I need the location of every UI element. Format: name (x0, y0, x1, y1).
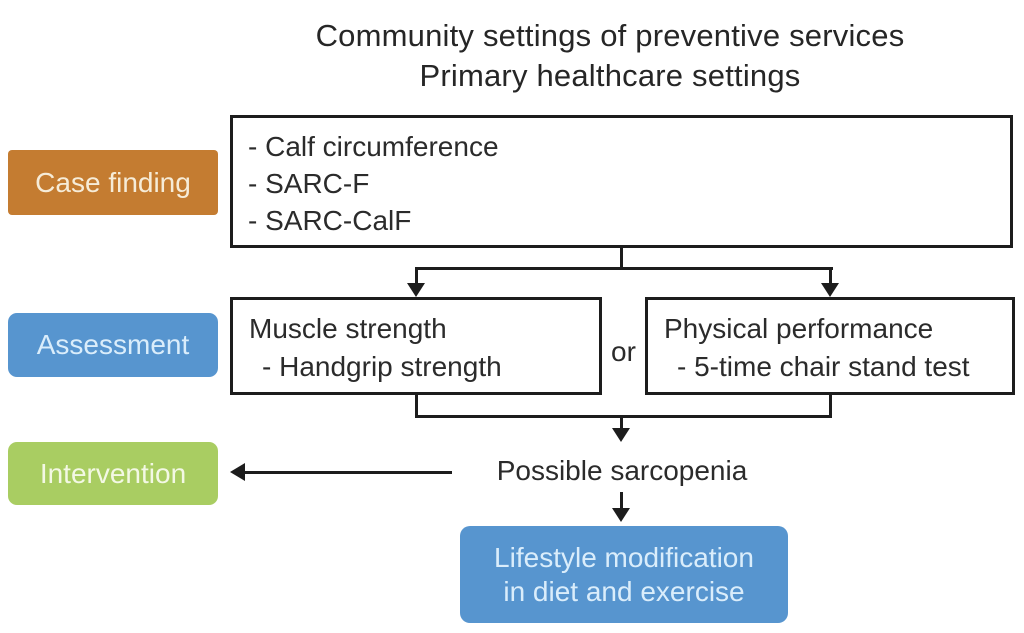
screening-item-calf-circumference: - Calf circumference (248, 131, 499, 162)
diagram-title: Community settings of preventive service… (230, 16, 990, 96)
arrow-left-intervention-icon (230, 463, 245, 481)
connector-stem-top (620, 248, 623, 269)
muscle-strength-box: Muscle strength - Handgrip strength (230, 297, 602, 395)
lifestyle-modification-box: Lifestyle modification in diet and exerc… (460, 526, 788, 623)
lifestyle-line-1: Lifestyle modification (494, 541, 754, 573)
screening-item-sarc-f: - SARC-F (248, 168, 370, 199)
arrow-down-lifestyle-icon (612, 508, 630, 522)
stage-label-intervention-text: Intervention (39, 457, 187, 489)
arrow-down-left-branch-icon (407, 283, 425, 297)
stage-label-case-finding-text: Case finding (35, 166, 191, 198)
physical-performance-title: Physical performance (664, 313, 934, 344)
possible-sarcopenia-label: Possible sarcopenia (496, 455, 748, 486)
title-line-2: Primary healthcare settings (419, 58, 801, 93)
handgrip-strength-item: - Handgrip strength (262, 351, 502, 382)
connector-to-intervention (242, 471, 452, 474)
screening-item-sarc-calf: - SARC-CalF (248, 205, 412, 236)
stage-label-assessment-text: Assessment (36, 329, 190, 360)
or-label: or (611, 336, 636, 367)
connector-left-merge (415, 395, 418, 418)
stage-label-assessment: Assessment (8, 313, 218, 377)
title-line-1: Community settings of preventive service… (315, 18, 905, 53)
connector-right-branch (829, 267, 832, 285)
connector-right-merge (829, 395, 832, 418)
stage-label-case-finding: Case finding (8, 150, 218, 215)
stage-label-intervention: Intervention (8, 442, 218, 505)
connector-merge-bar (415, 415, 832, 418)
muscle-strength-title: Muscle strength (249, 313, 447, 344)
physical-performance-box: Physical performance - 5-time chair stan… (645, 297, 1015, 395)
arrow-down-outcome-icon (612, 428, 630, 442)
connector-stem-lifestyle (620, 492, 623, 510)
connector-left-branch (415, 267, 418, 285)
lifestyle-line-2: in diet and exercise (503, 575, 745, 607)
connector-split-bar (415, 267, 833, 270)
arrow-down-right-branch-icon (821, 283, 839, 297)
connector-stem-outcome (620, 418, 623, 430)
screening-tools-box: - Calf circumference - SARC-F - SARC-Cal… (230, 115, 1013, 248)
chair-stand-test-item: - 5-time chair stand test (677, 351, 970, 382)
